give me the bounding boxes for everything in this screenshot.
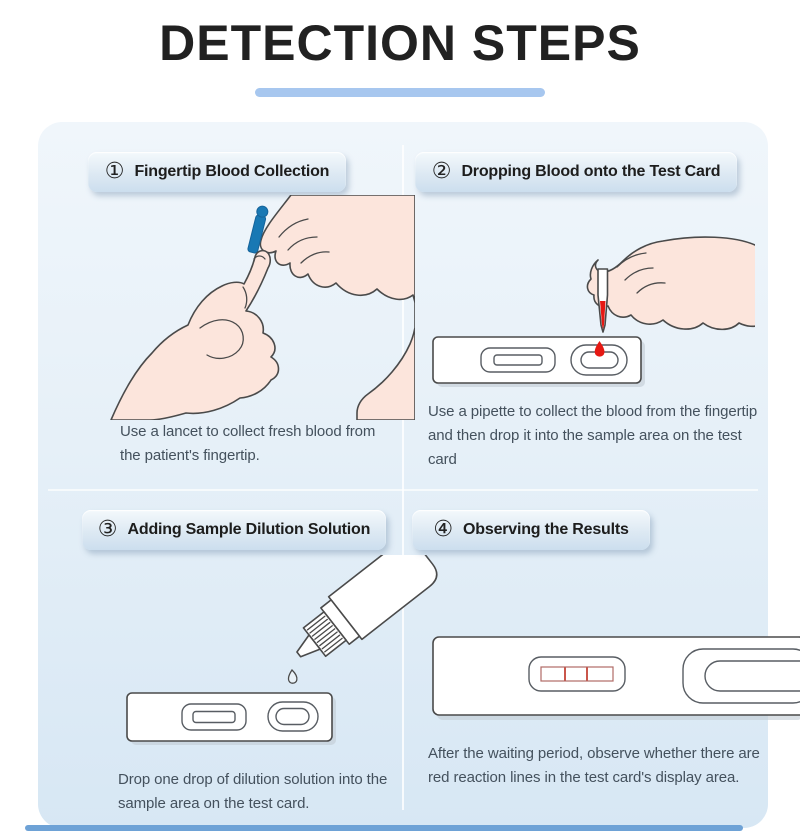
blood-drop-icon xyxy=(594,341,605,357)
solution-drop-icon xyxy=(287,668,298,684)
step-3-number-icon: ③ xyxy=(97,517,118,542)
pipette-icon xyxy=(597,268,609,333)
hand-pipette-over-test-card-illustration xyxy=(432,236,755,387)
step-3-section: ③ Adding Sample Dilution Solution xyxy=(70,505,438,827)
step-3-caption: Drop one drop of dilution solution into … xyxy=(118,771,388,812)
step-1-caption: Use a lancet to collect fresh blood from… xyxy=(120,423,376,464)
pinching-hand xyxy=(586,236,755,331)
result-strip xyxy=(540,666,614,682)
step-1-title: Fingertip Blood Collection xyxy=(134,163,330,180)
step-2-title: Dropping Blood onto the Test Card xyxy=(461,163,721,180)
step-1-number-icon: ① xyxy=(104,159,125,184)
step-3-label: ③ Adding Sample Dilution Solution xyxy=(82,510,386,550)
horizontal-divider xyxy=(48,489,758,491)
step-2-label: ② Dropping Blood onto the Test Card xyxy=(415,152,737,192)
step-4-section: ④ Observing the Results After the waitin… xyxy=(408,505,800,827)
step-2-number-icon: ② xyxy=(431,159,452,184)
step-1-label: ① Fingertip Blood Collection xyxy=(88,152,346,192)
step-4-number-icon: ④ xyxy=(433,517,454,542)
test-card xyxy=(126,692,336,745)
bottom-accent-bar xyxy=(25,825,743,831)
upper-hand xyxy=(259,195,415,420)
step-2-section: ② Dropping Blood onto the Test Card xyxy=(410,150,800,485)
dilution-bottle-over-test-card-illustration xyxy=(126,555,438,745)
step-4-caption: After the waiting period, observe whethe… xyxy=(428,745,760,786)
step-1-section: ① Fingertip Blood Collection xyxy=(80,150,415,485)
step-3-title: Adding Sample Dilution Solution xyxy=(127,521,371,538)
step-2-caption: Use a pipette to collect the blood from … xyxy=(428,403,758,468)
page-title: DETECTION STEPS xyxy=(159,15,641,71)
vertical-divider xyxy=(402,145,404,810)
hands-with-lancet-illustration xyxy=(110,195,415,420)
title-underline-bar xyxy=(255,88,545,97)
test-card xyxy=(432,336,645,387)
step-4-label: ④ Observing the Results xyxy=(412,510,650,550)
test-card-with-result-lines-illustration xyxy=(432,636,800,720)
step-4-title: Observing the Results xyxy=(463,521,629,538)
test-card xyxy=(432,636,800,720)
dropper-bottle-icon xyxy=(296,555,438,658)
lower-hand xyxy=(110,249,280,420)
lancet-icon xyxy=(247,205,269,254)
